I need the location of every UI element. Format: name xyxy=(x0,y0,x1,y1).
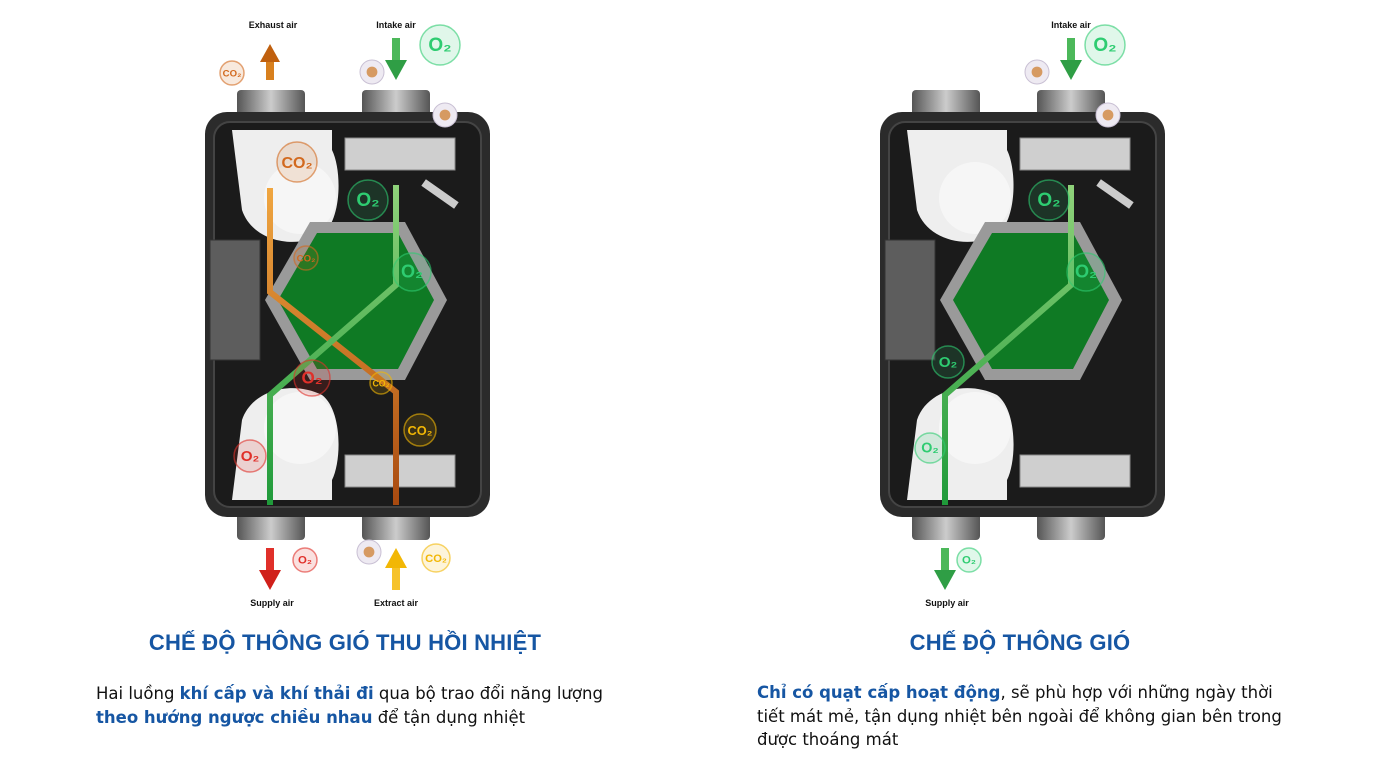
desc-text: , sẽ phù hợp với những ngày thời tiết má… xyxy=(757,683,1282,749)
exhaust-air-label: Exhaust air xyxy=(249,20,298,30)
intake-air-label: Intake air xyxy=(376,20,416,30)
left-panel-title: CHẾ ĐỘ THÔNG GIÓ THU HỒI NHIỆT xyxy=(148,630,542,655)
desc-text: qua bộ trao đổi năng lượng xyxy=(373,684,603,703)
co2-label: CO₂ xyxy=(281,155,312,172)
o2-label: O₂ xyxy=(298,555,312,567)
o2-bubble-icon: O₂ xyxy=(931,345,965,379)
o2-label: O₂ xyxy=(401,262,423,282)
o2-bubble-icon: O₂ xyxy=(419,24,461,66)
o2-label: O₂ xyxy=(1075,262,1097,282)
co2-bubble-icon: CO₂ xyxy=(219,60,245,86)
desc-highlight: theo hướng ngược chiều nhau xyxy=(96,707,373,727)
co2-label: CO₂ xyxy=(223,69,242,80)
o2-label: O₂ xyxy=(428,35,451,56)
co2-bubble-icon: CO₂ xyxy=(276,141,318,183)
o2-label: O₂ xyxy=(962,555,976,567)
o2-bubble-icon: O₂ xyxy=(392,252,432,292)
co2-label: CO₂ xyxy=(408,423,433,438)
dust-particle-icon xyxy=(432,102,458,128)
co2-bubble-icon: CO₂ xyxy=(293,245,319,271)
o2-bubble-icon: O₂ xyxy=(956,547,982,573)
right-panel-description: Chỉ có quạt cấp hoạt động, sẽ phù hợp vớ… xyxy=(757,681,1292,752)
o2-label: O₂ xyxy=(939,354,958,371)
desc-text: Hai luồng xyxy=(96,684,180,703)
co2-label: CO₂ xyxy=(372,378,389,388)
left-ventilation-unit xyxy=(204,89,491,541)
desc-highlight: Chỉ có quạt cấp hoạt động xyxy=(757,683,1001,702)
intake-arrow-icon xyxy=(1060,38,1082,80)
o2-bubble-icon: O₂ xyxy=(1028,179,1070,221)
dust-particle-icon xyxy=(1024,59,1050,85)
desc-highlight: khí cấp và khí thải đi xyxy=(179,684,374,703)
co2-label: CO₂ xyxy=(297,254,316,265)
exhaust-arrow-icon xyxy=(260,44,280,80)
dust-particle-icon xyxy=(359,59,385,85)
o2-bubble-icon: O₂ xyxy=(293,359,331,397)
extract-air-label: Extract air xyxy=(374,598,419,608)
o2-label: O₂ xyxy=(921,441,938,457)
o2-label: O₂ xyxy=(356,190,379,211)
supply-flow-path xyxy=(267,185,399,505)
right-panel-title: CHẾ ĐỘ THÔNG GIÓ xyxy=(909,630,1131,655)
supply-air-label: Supply air xyxy=(925,598,969,608)
o2-bubble-icon: O₂ xyxy=(292,547,318,573)
co2-label: CO₂ xyxy=(425,553,447,565)
o2-label: O₂ xyxy=(1093,35,1116,56)
supply-arrow-icon xyxy=(259,548,281,590)
desc-text: để tận dụng nhiệt xyxy=(372,707,526,727)
intake-arrow-icon xyxy=(385,38,407,80)
o2-label: O₂ xyxy=(302,368,323,387)
o2-bubble-icon: O₂ xyxy=(347,179,389,221)
o2-bubble-icon: O₂ xyxy=(914,432,946,464)
dust-particle-icon xyxy=(356,539,382,565)
intake-air-label: Intake air xyxy=(1051,20,1091,30)
dust-particle-icon xyxy=(1095,102,1121,128)
extract-arrow-icon xyxy=(385,548,407,590)
o2-bubble-icon: O₂ xyxy=(1084,24,1126,66)
o2-bubble-icon: O₂ xyxy=(233,439,267,473)
left-panel-description: Hai luồng khí cấp và khí thải đi qua bộ … xyxy=(96,682,616,729)
supply-arrow-icon xyxy=(934,548,956,590)
o2-label: O₂ xyxy=(241,448,260,465)
co2-bubble-icon: CO₂ xyxy=(421,543,451,573)
o2-label: O₂ xyxy=(1037,190,1060,211)
co2-bubble-icon: CO₂ xyxy=(369,371,393,395)
o2-bubble-icon: O₂ xyxy=(1066,252,1106,292)
co2-bubble-icon: CO₂ xyxy=(403,413,437,447)
right-ventilation-unit xyxy=(879,89,1166,541)
supply-air-label: Supply air xyxy=(250,598,294,608)
